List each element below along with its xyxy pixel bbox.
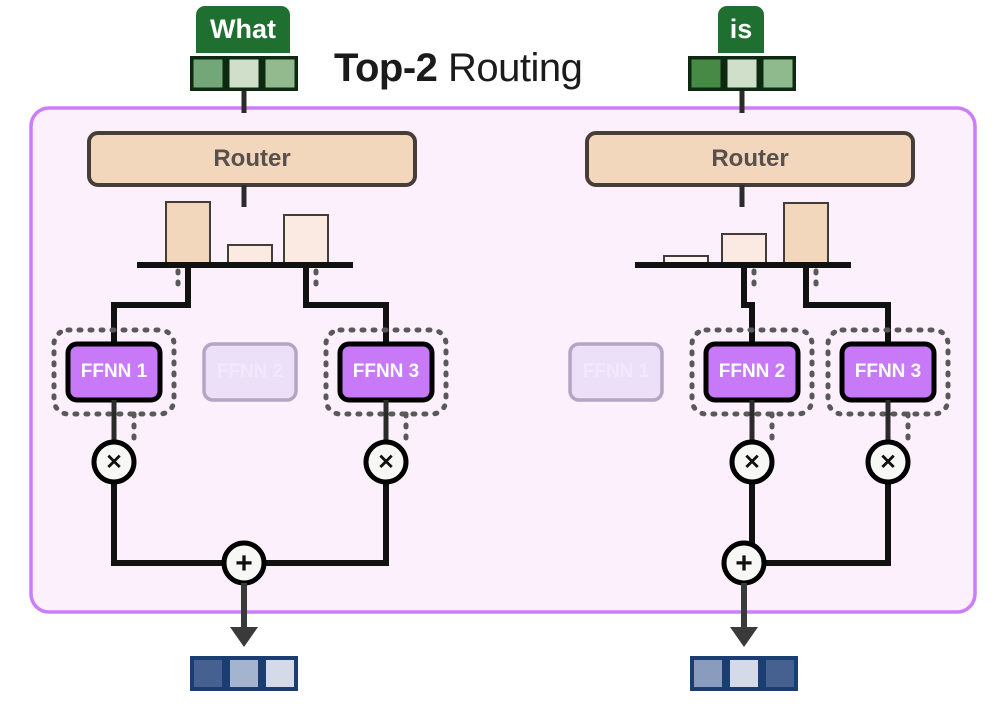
output-cell-1: [194, 660, 222, 687]
output-cell-3: [766, 660, 794, 687]
vector-cell-1: [193, 59, 223, 88]
expert-rect[interactable]: [568, 342, 664, 402]
output-arrow-block-right: [730, 583, 758, 647]
routing-wires-block-right: [741, 265, 891, 344]
selected-path-highlight-block-right: [689, 268, 951, 443]
output-cell-2: [730, 660, 758, 687]
vector-cell-3: [763, 59, 793, 88]
multiply-op-block-right-2: ✕: [729, 439, 775, 485]
router-bar-expert-1: [165, 201, 211, 266]
expert-block-right-2[interactable]: [703, 341, 801, 403]
selected-path-highlight-block-left: [51, 268, 449, 443]
add-symbol: +: [235, 547, 253, 580]
vector-cell-3: [265, 59, 295, 88]
wire-bar-to-expert-1: [111, 265, 191, 344]
arrow-head: [730, 627, 758, 647]
multiply-op-block-left-1: ✕: [91, 439, 137, 485]
multiply-circle: [865, 439, 911, 485]
multiply-symbol: ✕: [105, 451, 123, 474]
output-cell-1: [694, 660, 722, 687]
expert-block-left-2[interactable]: [202, 342, 298, 402]
multiply-circle: [729, 439, 775, 485]
expert-rect[interactable]: [337, 341, 435, 403]
multiply-circle: [91, 439, 137, 485]
output-vector-block-left: [190, 656, 298, 691]
expert-rect[interactable]: [703, 341, 801, 403]
router-rect[interactable]: [585, 131, 915, 187]
vector-cell-1: [691, 59, 721, 88]
wire-multiply-to-add-3: [244, 482, 389, 566]
multiply-circle: [363, 439, 409, 485]
expert-block-left-3[interactable]: [337, 341, 435, 403]
dotted-outline-expert-1: [51, 327, 177, 417]
routing-wires-block-left: [111, 265, 389, 344]
token-badge-token-what: What: [196, 6, 290, 53]
router-bar-expert-3: [283, 214, 329, 266]
multiply-op-block-left-3: ✕: [363, 439, 409, 485]
router-bar-expert-2: [721, 233, 767, 266]
expert-block-right-1[interactable]: [568, 342, 664, 402]
expert-rect[interactable]: [202, 342, 298, 402]
dotted-outline-expert-2: [689, 327, 815, 417]
add-op-block-right: +: [721, 540, 767, 586]
add-symbol: +: [735, 547, 753, 580]
dotted-outline-expert-3: [825, 327, 951, 417]
router-box-block-right[interactable]: [585, 131, 915, 187]
combine-wires-block-left: [111, 400, 389, 566]
router-box-block-left[interactable]: [87, 131, 417, 187]
expert-rect[interactable]: [839, 341, 937, 403]
vector-cell-2: [229, 59, 259, 88]
router-rect[interactable]: [87, 131, 417, 187]
multiply-symbol: ✕: [743, 451, 761, 474]
expert-block-left-1[interactable]: [65, 341, 163, 403]
wire-bar-to-expert-2: [741, 265, 755, 344]
multiply-symbol: ✕: [377, 451, 395, 474]
output-vector-block-right: [690, 656, 798, 691]
multiply-symbol: ✕: [879, 451, 897, 474]
expert-block-right-3[interactable]: [839, 341, 937, 403]
token-vector-token-is: [688, 56, 796, 113]
output-arrow-block-left: [230, 583, 258, 647]
router-histogram-block-left: [137, 201, 353, 268]
token-vector-token-what: [190, 56, 298, 113]
arrow-head: [230, 627, 258, 647]
wire-bar-to-expert-3: [803, 265, 891, 344]
add-op-block-left: +: [221, 540, 267, 586]
wire-multiply-to-add-3: [744, 482, 891, 566]
token-badge-token-is: is: [718, 6, 764, 53]
vector-cell-2: [727, 59, 757, 88]
multiply-op-block-right-3: ✕: [865, 439, 911, 485]
router-histogram-block-right: [635, 202, 851, 268]
wire-multiply-to-add-1: [111, 482, 244, 566]
dotted-outline-expert-3: [323, 327, 449, 417]
expert-rect[interactable]: [65, 341, 163, 403]
router-bar-expert-3: [783, 202, 829, 266]
output-cell-2: [230, 660, 258, 687]
wire-bar-to-expert-3: [303, 265, 389, 344]
output-cell-3: [266, 660, 294, 687]
